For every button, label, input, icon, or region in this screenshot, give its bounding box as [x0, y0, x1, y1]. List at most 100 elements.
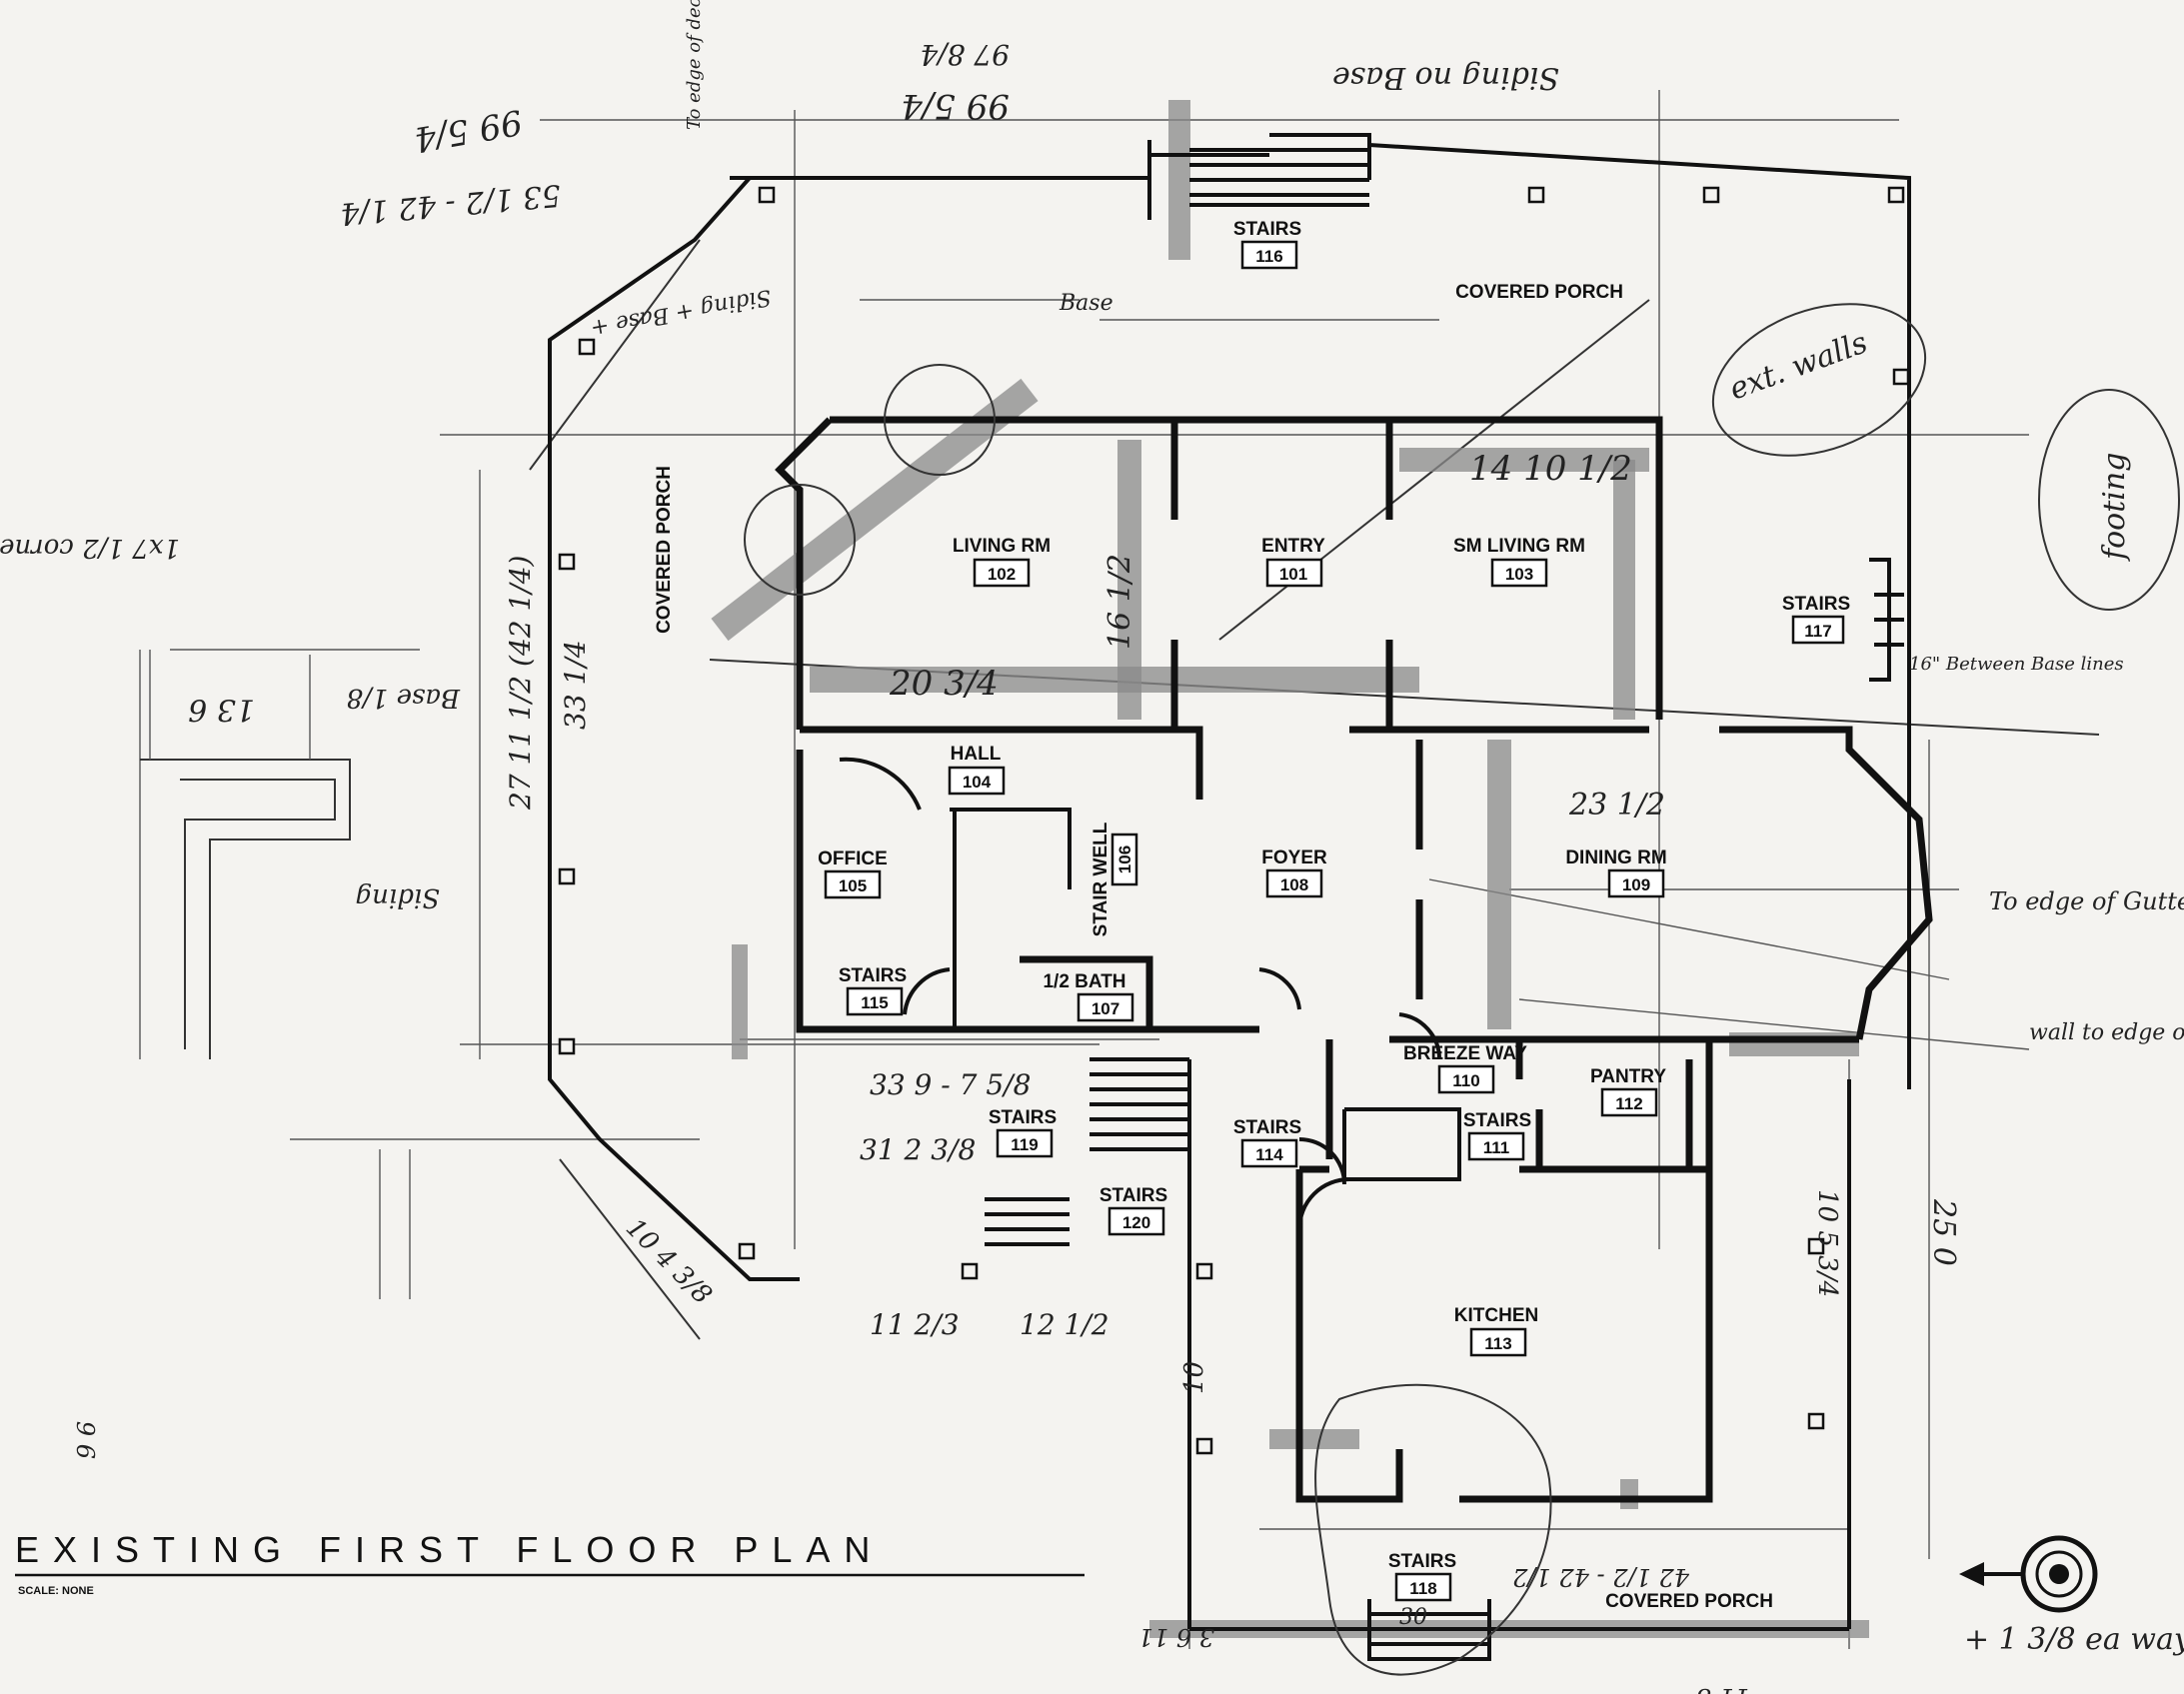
- room-kitchen: KITCHEN 113: [1454, 1305, 1538, 1357]
- room-name-kitchen: KITCHEN: [1454, 1305, 1538, 1326]
- room-name-stairs: STAIRS: [1233, 1117, 1301, 1138]
- room-stairs-116: STAIRS 116: [1233, 219, 1301, 270]
- room-stairs-120: STAIRS 120: [1099, 1185, 1167, 1236]
- room-name-entry: ENTRY: [1261, 536, 1325, 557]
- room-number-119: 119: [1011, 1135, 1038, 1154]
- room-name-stairs: STAIRS: [839, 965, 907, 986]
- drawing-title: EXISTING FIRST FLOOR PLAN: [15, 1529, 884, 1570]
- room-number-103: 103: [1505, 565, 1533, 584]
- room-number-120: 120: [1122, 1213, 1150, 1232]
- note-dim-312: 31 2 3/8: [860, 1133, 976, 1166]
- room-foyer: FOYER 108: [1261, 847, 1327, 898]
- note-dim-105: 10 5 3/4: [1812, 1189, 1842, 1297]
- room-pantry: PANTRY 112: [1590, 1066, 1666, 1117]
- room-number-box: [1791, 615, 1845, 645]
- note-dim-99-left: 99 5/4: [411, 101, 525, 159]
- note-dim-23: 23 1/2: [1568, 788, 1665, 823]
- room-stairs-118: STAIRS 118: [1388, 1551, 1456, 1602]
- room-number-box: [1467, 1131, 1525, 1161]
- room-number-117: 117: [1804, 622, 1831, 641]
- note-dim-33: 33 1/4: [559, 640, 592, 730]
- room-number-box: [1240, 240, 1298, 270]
- pencil-sketches: [140, 303, 2180, 1676]
- room-number-box: [1077, 992, 1134, 1022]
- room-number-105: 105: [839, 876, 867, 895]
- note-corner: 1x7 1/2 corner: [0, 533, 180, 563]
- title-block: EXISTING FIRST FLOOR PLAN SCALE: NONE: [15, 1529, 1085, 1597]
- room-number-116: 116: [1255, 247, 1282, 266]
- room-number-box: [948, 766, 1006, 796]
- note-dim-99-top: 99 5/4: [901, 86, 1010, 126]
- room-number-118: 118: [1409, 1579, 1436, 1598]
- room-number-box: [824, 869, 882, 899]
- note-to-edge-decking: To edge of decking: [684, 0, 705, 130]
- room-number-104: 104: [963, 773, 992, 792]
- room-number-box: [1107, 1206, 1165, 1236]
- room-number-109: 109: [1622, 875, 1650, 894]
- note-dim-20-3-4: 20 3/4: [889, 664, 999, 704]
- note-dim-27-11: 27 11 1/2 (42 1/4): [504, 556, 537, 811]
- note-dim-12-1-2: 12 1/2: [1020, 1308, 1109, 1341]
- room-number-box: [1265, 868, 1323, 898]
- room-number-108: 108: [1280, 875, 1308, 894]
- room-number-box: [1469, 1327, 1527, 1357]
- porch-posts: [558, 186, 1910, 1455]
- note-siding-no-base: Siding no Base: [1332, 60, 1559, 95]
- room-living-rm: LIVING RM 102: [953, 536, 1051, 588]
- note-one-3-8: + 1 3/8 ea way: [1964, 1622, 2184, 1657]
- room-number-box: [1490, 558, 1548, 588]
- room-name-stairs: STAIRS: [1099, 1185, 1167, 1206]
- note-dim-14-10: 14 10 1/2: [1469, 449, 1632, 489]
- note-dim-11-8: 11 8: [1696, 1683, 1749, 1694]
- label-covered-porch-bottom: COVERED PORCH: [1605, 1591, 1773, 1612]
- room-stairs-117: STAIRS 117: [1782, 594, 1850, 645]
- room-half-bath: 1/2 BATH 107: [1043, 971, 1134, 1022]
- room-number-102: 102: [988, 565, 1016, 584]
- note-16-between: 16" Between Base lines: [1909, 654, 2124, 675]
- room-stairs-111: STAIRS 111: [1463, 1110, 1531, 1161]
- room-number-box: [846, 986, 904, 1016]
- room-name-pantry: PANTRY: [1590, 1066, 1666, 1087]
- room-number-113: 113: [1484, 1334, 1511, 1353]
- room-name-office: OFFICE: [818, 848, 888, 869]
- room-dining-rm: DINING RM 109: [1565, 847, 1667, 898]
- room-stairs-119: STAIRS 119: [989, 1107, 1057, 1158]
- note-dim-42: 42 1/2 - 42 1/2: [1512, 1563, 1690, 1591]
- room-name-breeze-way: BREEZE WAY: [1403, 1043, 1527, 1064]
- note-siding: Siding: [356, 882, 440, 912]
- room-number-115: 115: [861, 993, 888, 1012]
- room-stairs-115: STAIRS 115: [839, 965, 907, 1016]
- room-number-111: 111: [1483, 1138, 1510, 1157]
- north-arrow-icon: [1959, 1535, 2098, 1613]
- note-dim-97: 97 8/4: [920, 38, 1010, 71]
- room-name-hall: HALL: [951, 744, 1002, 765]
- room-office: OFFICE 105: [818, 848, 888, 899]
- room-stair-well: STAIR WELL 106: [1091, 822, 1138, 936]
- room-number-box: [996, 1128, 1054, 1158]
- room-number-box: [1600, 1087, 1658, 1117]
- room-number-107: 107: [1092, 999, 1119, 1018]
- note-dim-10: 10: [1179, 1361, 1209, 1394]
- note-calc-53: 53 1/2 - 42 1/4: [339, 177, 562, 231]
- room-entry: ENTRY 101: [1261, 536, 1325, 588]
- room-number-112: 112: [1615, 1094, 1642, 1113]
- room-name-foyer: FOYER: [1261, 847, 1327, 868]
- note-footing: footing: [2097, 453, 2132, 562]
- room-name-stairs: STAIRS: [989, 1107, 1057, 1128]
- room-number-101: 101: [1279, 565, 1307, 584]
- scale-note: SCALE: NONE: [18, 1585, 94, 1597]
- note-ext-walls: ext. walls: [1725, 325, 1872, 407]
- note-dim-16: 16 1/2: [1102, 554, 1137, 650]
- room-number-114: 114: [1255, 1145, 1283, 1164]
- room-number-box: [973, 558, 1031, 588]
- note-dim-339: 33 9 - 7 5/8: [870, 1068, 1031, 1101]
- note-dim-104: 10 4 3/8: [620, 1213, 718, 1311]
- room-breeze-way: BREEZE WAY 110: [1403, 1043, 1527, 1094]
- building-walls: [775, 140, 1933, 1661]
- room-hall: HALL 104: [948, 744, 1006, 796]
- porch-outline: [548, 133, 1911, 1631]
- note-to-edge-gutter: To edge of Gutter: [1989, 887, 2184, 915]
- room-number-box: [1607, 868, 1665, 898]
